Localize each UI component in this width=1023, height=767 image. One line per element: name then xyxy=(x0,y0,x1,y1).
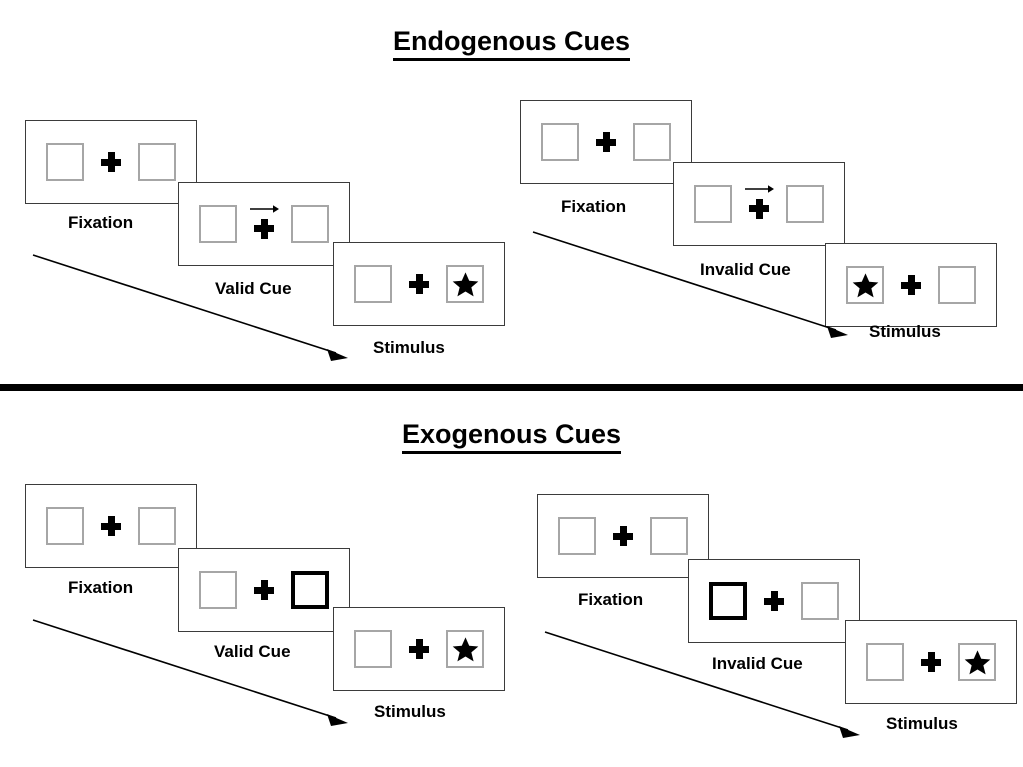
star-stimulus-icon xyxy=(452,636,478,661)
placeholder-box-left xyxy=(199,571,237,609)
fixation-cross xyxy=(100,143,122,181)
fixation-cross xyxy=(250,205,279,243)
caption-exogenous-valid-cue: Valid Cue xyxy=(214,642,291,661)
fixation-cross xyxy=(745,185,774,223)
section-title-endogenous-text: Endogenous Cues xyxy=(392,26,630,61)
placeholder-box-left xyxy=(558,517,596,555)
caption-endogenous-invalid-fixation: Fixation xyxy=(561,197,627,216)
placeholder-box-right xyxy=(801,582,839,620)
star-stimulus-icon xyxy=(852,272,878,297)
caption-endogenous-valid-stimulus: Stimulus xyxy=(373,338,445,357)
section-title-endogenous: Endogenous Cues xyxy=(0,26,1023,61)
fixation-cross xyxy=(920,643,942,681)
placeholder-box-left xyxy=(46,507,84,545)
caption-endogenous-invalid-stimulus: Stimulus xyxy=(869,322,941,341)
panel-endogenous-invalid-stimulus xyxy=(825,243,997,327)
section-divider xyxy=(0,384,1023,391)
placeholder-box-right xyxy=(938,266,976,304)
caption-endogenous-invalid-cue: Invalid Cue xyxy=(700,260,791,279)
placeholder-box-left xyxy=(46,143,84,181)
fixation-cross xyxy=(100,507,122,545)
cue-box-left xyxy=(709,582,747,620)
placeholder-box-left xyxy=(354,265,392,303)
caption-exogenous-invalid-cue: Invalid Cue xyxy=(712,654,803,673)
fixation-cross xyxy=(253,571,275,609)
placeholder-box-right xyxy=(650,517,688,555)
placeholder-box-left xyxy=(694,185,732,223)
panel-exogenous-invalid-fixation xyxy=(537,494,709,578)
cue-box-right xyxy=(291,571,329,609)
placeholder-box-right xyxy=(633,123,671,161)
fixation-cross xyxy=(763,582,785,620)
section-title-exogenous: Exogenous Cues xyxy=(0,419,1023,454)
panel-exogenous-invalid-cue xyxy=(688,559,860,643)
panel-exogenous-invalid-stimulus xyxy=(845,620,1017,704)
fixation-cross xyxy=(408,630,430,668)
placeholder-box-right xyxy=(786,185,824,223)
caption-exogenous-valid-stimulus: Stimulus xyxy=(374,702,446,721)
placeholder-box-right xyxy=(138,143,176,181)
panel-endogenous-valid-cue xyxy=(178,182,350,266)
placeholder-box-right xyxy=(446,265,484,303)
caption-endogenous-valid-cue: Valid Cue xyxy=(215,279,292,298)
star-stimulus-icon xyxy=(964,649,990,674)
star-stimulus-icon xyxy=(452,271,478,296)
caption-exogenous-invalid-stimulus: Stimulus xyxy=(886,714,958,733)
section-title-exogenous-text: Exogenous Cues xyxy=(401,419,622,454)
panel-endogenous-invalid-cue xyxy=(673,162,845,246)
fixation-cross xyxy=(612,517,634,555)
panel-exogenous-valid-cue xyxy=(178,548,350,632)
fixation-cross xyxy=(900,266,922,304)
panel-endogenous-invalid-fixation xyxy=(520,100,692,184)
panel-exogenous-valid-stimulus xyxy=(333,607,505,691)
placeholder-box-left xyxy=(846,266,884,304)
caption-exogenous-invalid-fixation: Fixation xyxy=(578,590,644,609)
panel-endogenous-valid-fixation xyxy=(25,120,197,204)
placeholder-box-right xyxy=(958,643,996,681)
caption-endogenous-valid-fixation: Fixation xyxy=(68,213,134,232)
cue-arrow-right-icon xyxy=(745,185,774,193)
placeholder-box-left xyxy=(866,643,904,681)
fixation-cross xyxy=(408,265,430,303)
placeholder-box-left xyxy=(541,123,579,161)
placeholder-box-left xyxy=(199,205,237,243)
cue-arrow-right-icon xyxy=(250,205,279,213)
placeholder-box-right xyxy=(446,630,484,668)
panel-endogenous-valid-stimulus xyxy=(333,242,505,326)
panel-exogenous-valid-fixation xyxy=(25,484,197,568)
caption-exogenous-valid-fixation: Fixation xyxy=(68,578,134,597)
fixation-cross xyxy=(595,123,617,161)
placeholder-box-right xyxy=(138,507,176,545)
placeholder-box-left xyxy=(354,630,392,668)
placeholder-box-right xyxy=(291,205,329,243)
